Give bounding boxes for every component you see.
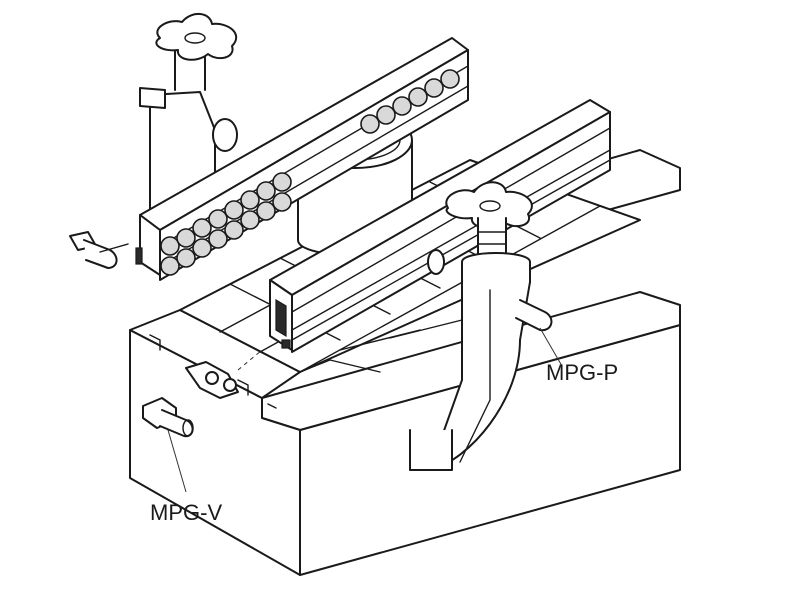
leader-mpg-v — [167, 429, 187, 493]
leader-mpg-p — [539, 327, 563, 367]
label-mpg-v: MPG-V — [150, 500, 222, 525]
chain-link-connector — [185, 349, 263, 399]
mpg-v-bolt — [142, 397, 194, 438]
rear-guide-rail — [135, 37, 469, 281]
front-clamp-bracket — [409, 181, 553, 471]
rail-bumpers — [160, 69, 460, 276]
label-mpg-p: MPG-P — [546, 360, 618, 385]
front-guide-rail — [269, 99, 611, 353]
rail-end-fastener — [69, 231, 129, 269]
